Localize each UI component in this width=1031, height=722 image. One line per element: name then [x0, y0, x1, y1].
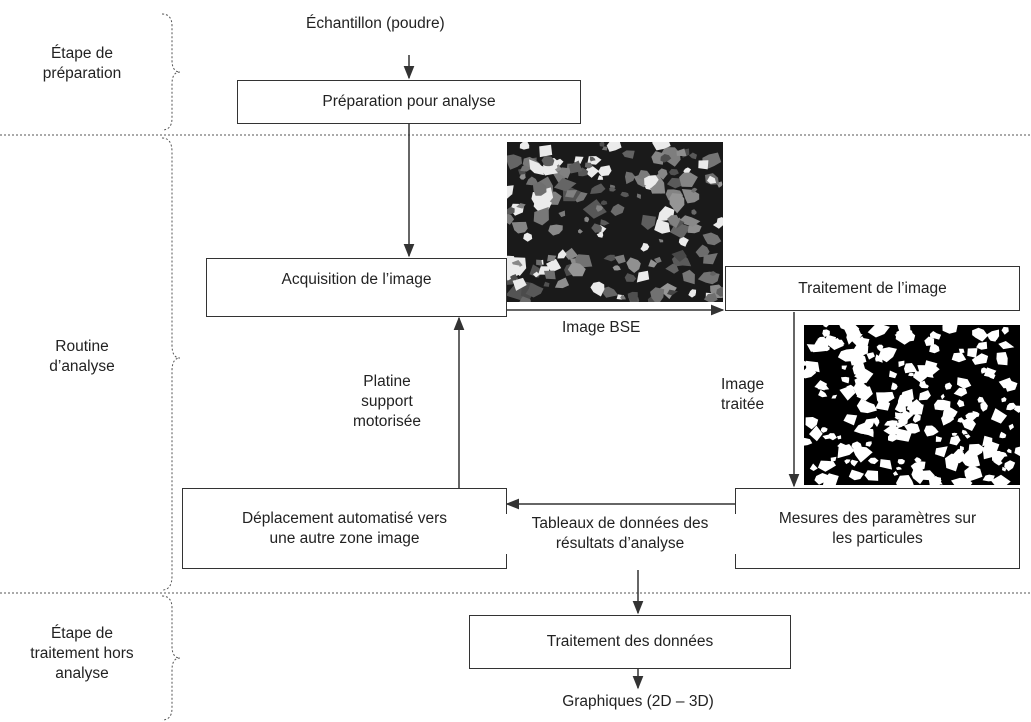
- box-traitement-donnees-label: Traitement des données: [546, 633, 714, 650]
- sample-label: Échantillon (poudre): [306, 15, 445, 32]
- box-traitement-image: Traitement de l’image: [725, 266, 1020, 311]
- box-acquisition: Acquisition de l’image: [206, 258, 507, 317]
- box-mesures-label: Mesures des paramètres sur les particule…: [778, 509, 977, 547]
- brace-hors-analyse: [161, 595, 181, 721]
- binary-particle-image: [804, 325, 1020, 485]
- label-graphiques: Graphiques (2D – 3D): [562, 693, 714, 710]
- binary-particles: [804, 325, 1020, 485]
- box-traitement-image-label: Traitement de l’image: [798, 279, 947, 297]
- bse-micrograph-image: [507, 142, 723, 302]
- stage-label-routine: Routine d’analyse: [49, 338, 115, 375]
- bse-particles: [507, 142, 723, 302]
- stage-label-hors-analyse: Étape de traitement hors analyse: [30, 625, 134, 682]
- brace-preparation: [161, 13, 181, 131]
- label-image-bse: Image BSE: [562, 319, 641, 336]
- box-preparation-label: Préparation pour analyse: [322, 93, 496, 110]
- label-platine: Platine support motorisée: [352, 373, 422, 430]
- brace-routine: [161, 137, 181, 591]
- box-mesures: Mesures des paramètres sur les particule…: [735, 488, 1020, 569]
- label-image-traitee: Image traitée: [721, 376, 765, 413]
- box-deplacement-label: Déplacement automatisé vers une autre zo…: [241, 509, 448, 547]
- box-preparation: Préparation pour analyse: [237, 80, 581, 124]
- label-tableaux: Tableaux de données des résultats d’anal…: [500, 514, 740, 554]
- box-deplacement: Déplacement automatisé vers une autre zo…: [182, 488, 507, 569]
- stage-label-preparation: Étape de préparation: [42, 45, 122, 82]
- box-acquisition-label: Acquisition de l’image: [281, 271, 432, 288]
- box-traitement-donnees: Traitement des données: [469, 615, 791, 669]
